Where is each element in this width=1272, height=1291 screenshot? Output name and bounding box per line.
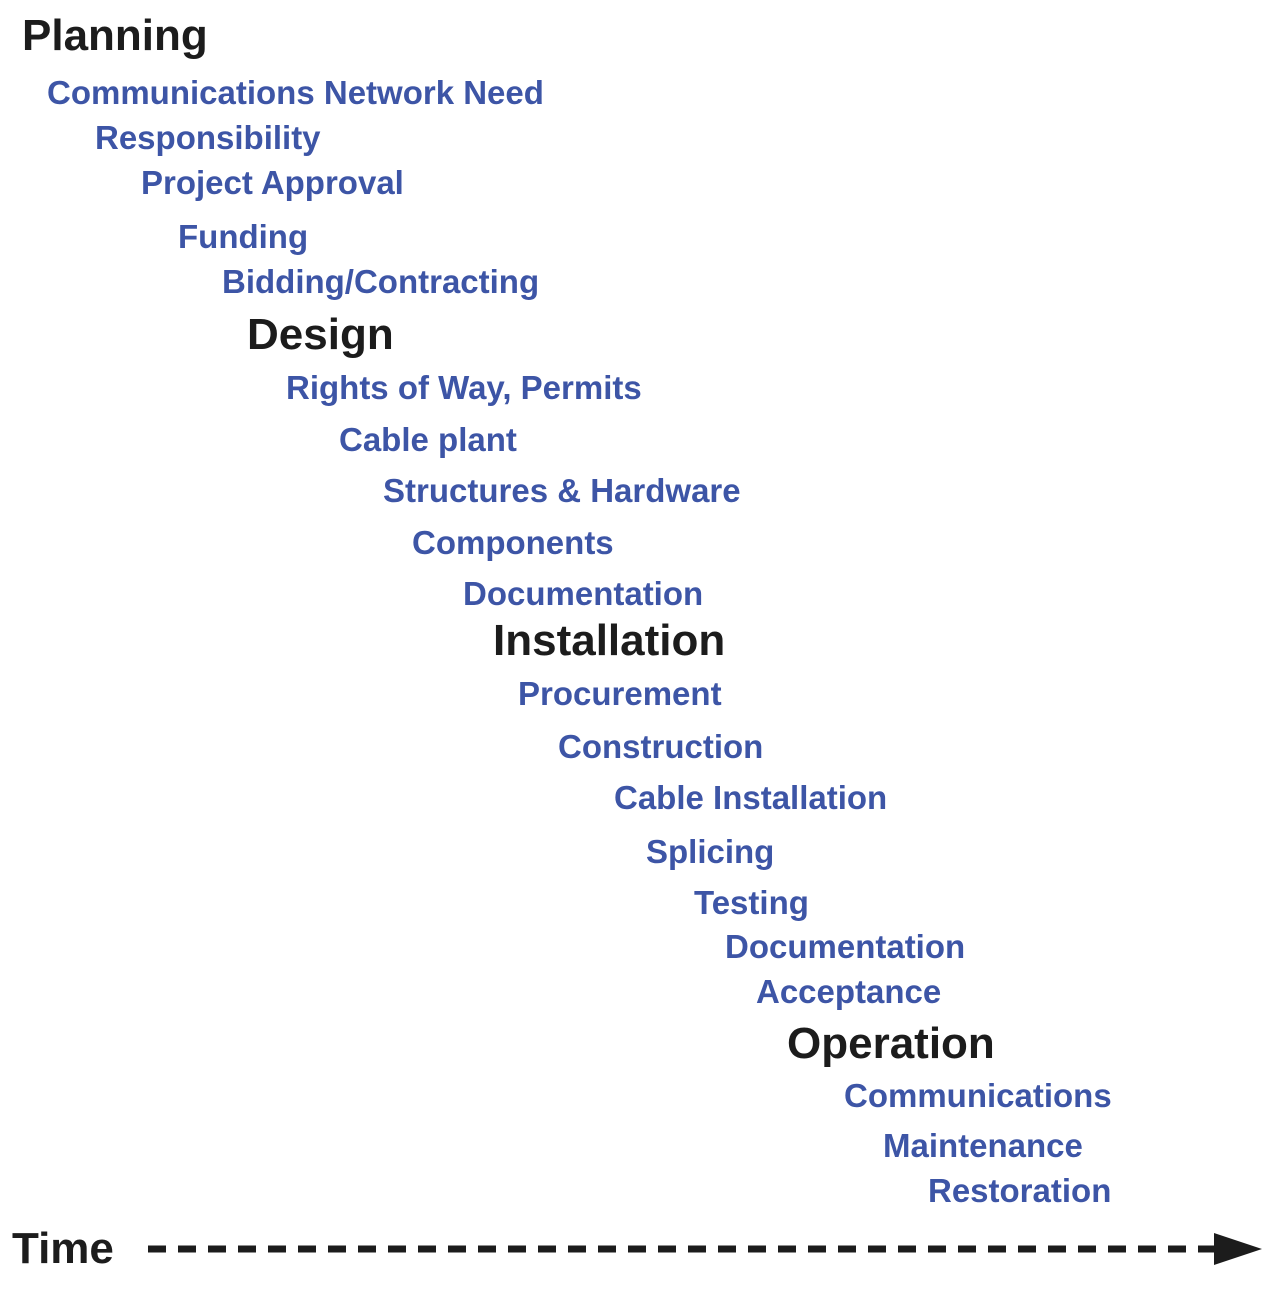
task-cable-plant: Cable plant — [339, 421, 517, 458]
phase-planning-title: Planning — [22, 11, 208, 60]
task-acceptance: Acceptance — [756, 973, 942, 1010]
time-arrow-head — [1214, 1233, 1262, 1265]
task-communications-network-need: Communications Network Need — [47, 74, 544, 111]
task-procurement: Procurement — [518, 675, 722, 712]
task-responsibility: Responsibility — [95, 119, 321, 156]
phase-operation-title: Operation — [787, 1019, 995, 1068]
task-testing: Testing — [694, 884, 809, 921]
task-construction: Construction — [558, 728, 764, 765]
task-restoration: Restoration — [928, 1172, 1112, 1209]
task-project-approval: Project Approval — [141, 164, 404, 201]
task-design-documentation: Documentation — [463, 575, 704, 612]
task-components: Components — [412, 524, 614, 561]
task-maintenance: Maintenance — [883, 1127, 1083, 1164]
task-installation-documentation: Documentation — [725, 928, 966, 965]
phase-installation-title: Installation — [493, 616, 726, 665]
time-arrow — [148, 1233, 1262, 1265]
task-funding: Funding — [178, 218, 309, 255]
task-rights-of-way-permits: Rights of Way, Permits — [286, 369, 642, 406]
task-splicing: Splicing — [646, 833, 775, 870]
phase-design-title: Design — [247, 310, 394, 359]
task-bidding-contracting: Bidding/Contracting — [222, 263, 540, 300]
task-communications: Communications — [844, 1077, 1112, 1114]
task-cable-installation: Cable Installation — [614, 779, 888, 816]
task-structures-hardware: Structures & Hardware — [383, 472, 741, 509]
time-axis-label: Time — [12, 1224, 114, 1273]
